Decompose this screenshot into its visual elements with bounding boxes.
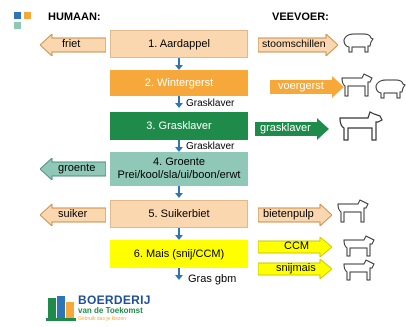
step-groente-label: 4. Groente xyxy=(153,156,205,168)
cow-icon xyxy=(341,73,373,97)
arrow-down-6 xyxy=(175,268,183,280)
arrow-left-friet xyxy=(40,34,106,56)
arrow-down-1 xyxy=(175,58,183,70)
arrow-right-snijmais xyxy=(258,259,332,279)
cow-icon xyxy=(343,235,375,257)
logo-text-2: van de Toekomst xyxy=(78,306,143,315)
cow-icon xyxy=(343,259,375,281)
logo-icon xyxy=(46,296,76,321)
step-aardappel-label: 1. Aardappel xyxy=(148,38,210,50)
step-mais: 6. Mais (snij/CCM) xyxy=(110,240,248,268)
arrow-down-2 xyxy=(175,96,183,108)
arrow-down-4 xyxy=(175,186,183,198)
logo-text-1: BOERDERIJ xyxy=(78,293,151,307)
feed-bietenpulp-label: bietenpulp xyxy=(263,208,314,220)
step-grasklaver: 3. Grasklaver xyxy=(110,112,248,140)
step-suikerbiet-label: 5. Suikerbiet xyxy=(148,208,210,220)
cow-icon xyxy=(339,111,383,141)
human-groente-label: groente xyxy=(58,162,96,174)
header-veevoer: VEEVOER: xyxy=(272,11,329,23)
step-aardappel: 1. Aardappel xyxy=(110,30,248,58)
corner-square-blue xyxy=(14,12,21,19)
cow-icon xyxy=(337,199,369,223)
feed-grasklaver-label: grasklaver xyxy=(260,122,311,134)
header-humaan: HUMAAN: xyxy=(48,11,101,23)
step-grasklaver-label: 3. Grasklaver xyxy=(146,120,212,132)
pig-icon xyxy=(375,79,406,99)
arrow-left-groente xyxy=(40,158,106,180)
arrow-down-5 xyxy=(175,228,183,240)
feed-voergerst-label: voergerst xyxy=(278,80,324,92)
arrow-right-bietenpulp xyxy=(258,204,332,226)
step-suikerbiet: 5. Suikerbiet xyxy=(110,200,248,228)
arrow-right-ccm xyxy=(258,237,332,257)
pig-icon xyxy=(343,33,374,53)
arrow-right-stoomschillen xyxy=(258,34,338,56)
between-grasklaver-2: Grasklaver xyxy=(186,141,235,152)
step-wintergerst-label: 2. Wintergerst xyxy=(144,77,214,89)
step-groente-sub: Prei/kool/sla/ui/boon/erwt xyxy=(117,169,241,181)
logo-text-3: Gebruik das je kiezen xyxy=(78,316,127,322)
human-friet-label: friet xyxy=(62,38,81,50)
arrow-down-3 xyxy=(175,140,183,152)
corner-square-orange xyxy=(24,12,31,19)
arrow-right-voergerst xyxy=(270,76,344,98)
step-groente: 4. Groente Prei/kool/sla/ui/boon/erwt xyxy=(110,152,248,186)
feed-snijmais-label: snijmais xyxy=(276,262,316,274)
human-suiker-label: suiker xyxy=(58,208,88,220)
feed-ccm-label: CCM xyxy=(284,240,310,252)
step-mais-label: 6. Mais (snij/CCM) xyxy=(133,248,225,260)
step-wintergerst: 2. Wintergerst xyxy=(110,70,248,96)
feed-stoomschillen-label: stoomschillen xyxy=(262,38,326,50)
arrow-left-suiker xyxy=(40,204,106,226)
corner-square-teal xyxy=(14,22,21,29)
between-gras-gbm: Gras gbm xyxy=(188,273,237,285)
arrow-right-grasklaver xyxy=(255,118,329,140)
between-grasklaver-1: Grasklaver xyxy=(186,98,235,109)
